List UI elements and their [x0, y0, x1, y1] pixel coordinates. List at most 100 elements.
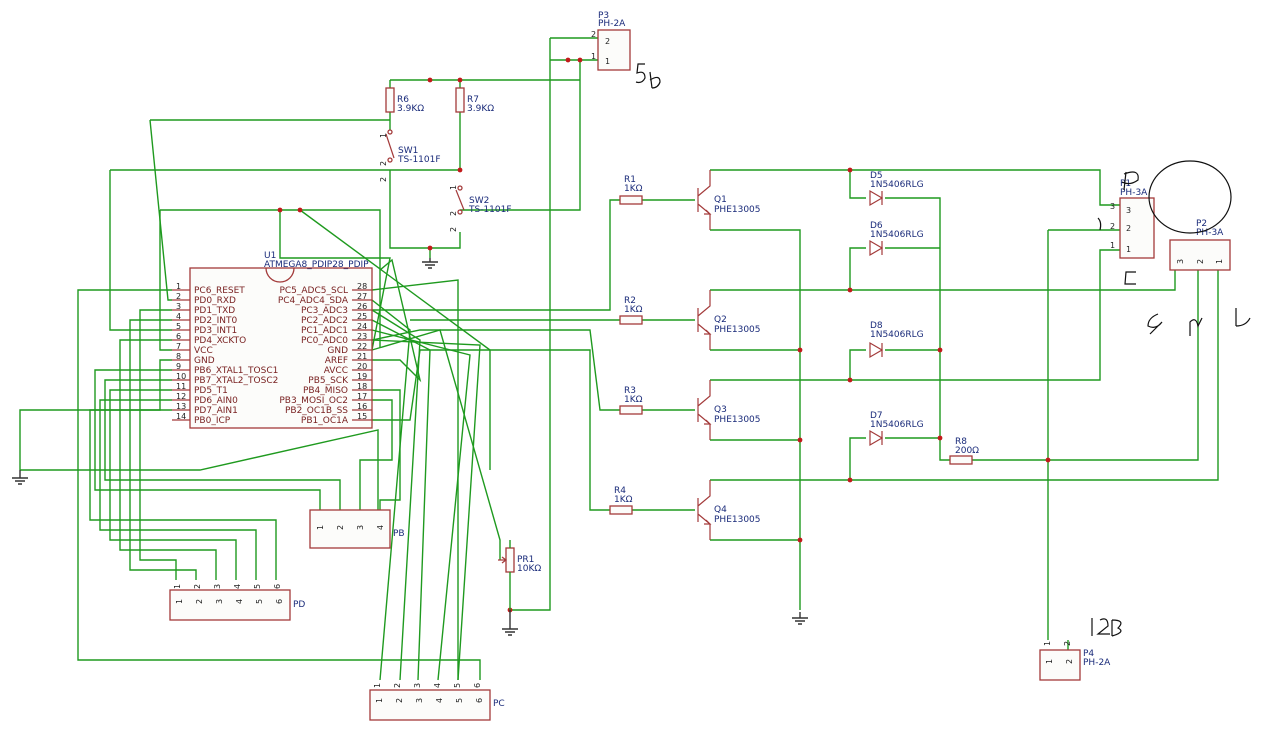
- mcu-pin-number: 8: [176, 352, 181, 361]
- d7-ref: D7: [870, 411, 883, 421]
- pd-pin-6: 6: [275, 599, 284, 604]
- p3-pin-2: 2: [605, 37, 610, 46]
- switch-sw1: 1 2 2 SW1 TS-1101F: [379, 129, 441, 182]
- p1-ref: P1: [1120, 179, 1131, 189]
- q2-ref: Q2: [714, 315, 727, 325]
- mcu-pin-number: 21: [357, 352, 367, 361]
- pd-pin-5: 5: [255, 599, 264, 604]
- mcu-pin-number: 2: [176, 292, 181, 301]
- mcu-pin-name: PD0_RXD: [194, 296, 236, 306]
- pc-pin-1: 1: [375, 698, 384, 703]
- mcu-pin-name: GND: [194, 356, 215, 366]
- r2-value: 1KΩ: [624, 305, 643, 315]
- diode-d8: D8 1N5406RLG: [869, 321, 924, 359]
- diode-d6: D6 1N5406RLG: [869, 221, 924, 257]
- d8-part: 1N5406RLG: [870, 330, 924, 340]
- p2-pin-3: 3: [1176, 259, 1185, 264]
- connector-p3: P3 PH-2A 2 2 1 1: [591, 11, 631, 71]
- mcu-pin-name: PC4_ADC4_SDA: [278, 296, 349, 306]
- r8-value: 200Ω: [955, 446, 979, 456]
- header-pb: 1 2 3 4 PB: [309, 509, 405, 549]
- q1-ref: Q1: [714, 195, 727, 205]
- diode-d5: D5 1N5406RLG: [869, 171, 924, 207]
- mcu-part: ATMEGA8_PDIP28_PDIP: [264, 260, 369, 270]
- wires: [19, 37, 1219, 681]
- mcu-pin-name: PC6_RESET: [194, 286, 245, 296]
- sw2-ref: SW2: [469, 196, 489, 206]
- mcu-pin-number: 28: [357, 282, 367, 291]
- mcu-pin-name: VCC: [194, 346, 213, 356]
- mcu-pin-number: 5: [176, 322, 181, 331]
- potentiometer-pr1: PR1 10KΩ: [498, 540, 541, 610]
- pc-pin-5: 5: [455, 698, 464, 703]
- mcu-pin-number: 20: [357, 362, 367, 371]
- mcu-ref: U1: [264, 251, 276, 261]
- header-pc: 1 2 3 4 5 6 1 2 3 4 5 6 PC: [369, 683, 505, 721]
- sw2-pin1: 1: [449, 185, 458, 190]
- q3-part: PHE13005: [714, 415, 761, 425]
- r6-ref: R6: [397, 95, 409, 105]
- pd-outer-4: 4: [233, 584, 242, 589]
- p1-pin-1: 1: [1126, 245, 1131, 254]
- d8-ref: D8: [870, 321, 883, 331]
- mcu-pin-number: 7: [176, 342, 181, 351]
- pd-pin-3: 3: [215, 599, 224, 604]
- mcu-pin-name: PC0_ADC0: [301, 336, 348, 346]
- mcu-pin-name: PB2_OC1B_SS: [285, 406, 348, 416]
- q4-ref: Q4: [714, 505, 727, 515]
- pd-outer-6: 6: [273, 584, 282, 589]
- sw1-ref: SW1: [398, 146, 418, 156]
- p1-pin-3: 3: [1126, 206, 1131, 215]
- pd-pin-2: 2: [195, 599, 204, 604]
- pd-pin-4: 4: [235, 599, 244, 604]
- pc-outer-1: 1: [373, 683, 382, 688]
- mcu-pin-name: PD4_XCKTO: [194, 336, 246, 346]
- mcu-pin-number: 10: [176, 372, 186, 381]
- p1-part: PH-3A: [1120, 188, 1148, 198]
- driver-q4: R4 1KΩ Q4 PHE13005: [609, 480, 761, 540]
- handwritten-mark-q: [1147, 313, 1163, 335]
- sw1-pin2: 2: [379, 161, 388, 166]
- d7-part: 1N5406RLG: [870, 420, 924, 430]
- mcu-pin-number: 6: [176, 332, 181, 341]
- mcu-pin-name: PC5_ADC5_SCL: [279, 286, 348, 296]
- mcu-pin-name: GND: [327, 346, 348, 356]
- mcu-pin-name: PB0_ICP: [194, 416, 231, 426]
- resistor-r8: R8 200Ω: [949, 437, 979, 465]
- mcu-pin-number: 25: [357, 312, 367, 321]
- pb-pin-3: 3: [356, 525, 365, 530]
- handwritten-mark-n: [1189, 317, 1203, 336]
- pb-ref: PB: [393, 529, 405, 539]
- p3-ref: P3: [598, 11, 609, 21]
- q2-part: PHE13005: [714, 325, 761, 335]
- d5-part: 1N5406RLG: [870, 180, 924, 190]
- mcu-pin-number: 22: [357, 342, 367, 351]
- sw2-pin2b: 2: [449, 227, 458, 232]
- switch-sw2: 1 2 2 SW2 TS-1101F: [449, 185, 512, 232]
- mcu-pin-number: 12: [176, 392, 186, 401]
- mcu-pin-name: PB3_MOSI_OC2: [279, 396, 348, 406]
- mcu-pin-name: PD1_TXD: [194, 306, 235, 316]
- pc-outer-4: 4: [433, 683, 442, 688]
- r4-ref: R4: [614, 486, 626, 496]
- handwritten-mark-12b: [1091, 618, 1122, 637]
- pb-pin-4: 4: [376, 525, 385, 530]
- pd-outer-5: 5: [253, 584, 262, 589]
- resistor-r6: R6 3.9KΩ: [385, 87, 424, 114]
- p4-pin-outer-1: 1: [1043, 641, 1052, 646]
- pd-outer-1: 1: [173, 584, 182, 589]
- connector-p1: P1 PH-3A 3 3 2 2 1 1: [1110, 179, 1155, 259]
- r2-ref: R2: [624, 296, 636, 306]
- mcu-pin-number: 27: [357, 292, 367, 301]
- pc-ref: PC: [493, 699, 505, 709]
- mcu-pin-number: 4: [176, 312, 181, 321]
- pd-outer-2: 2: [193, 584, 202, 589]
- sw2-part: TS-1101F: [468, 205, 512, 215]
- pr1-value: 10KΩ: [517, 564, 541, 574]
- mcu-pin-name: AVCC: [324, 366, 348, 376]
- pd-outer-3: 3: [213, 584, 222, 589]
- mcu-pin-number: 15: [357, 412, 367, 421]
- p3-part: PH-2A: [598, 19, 626, 29]
